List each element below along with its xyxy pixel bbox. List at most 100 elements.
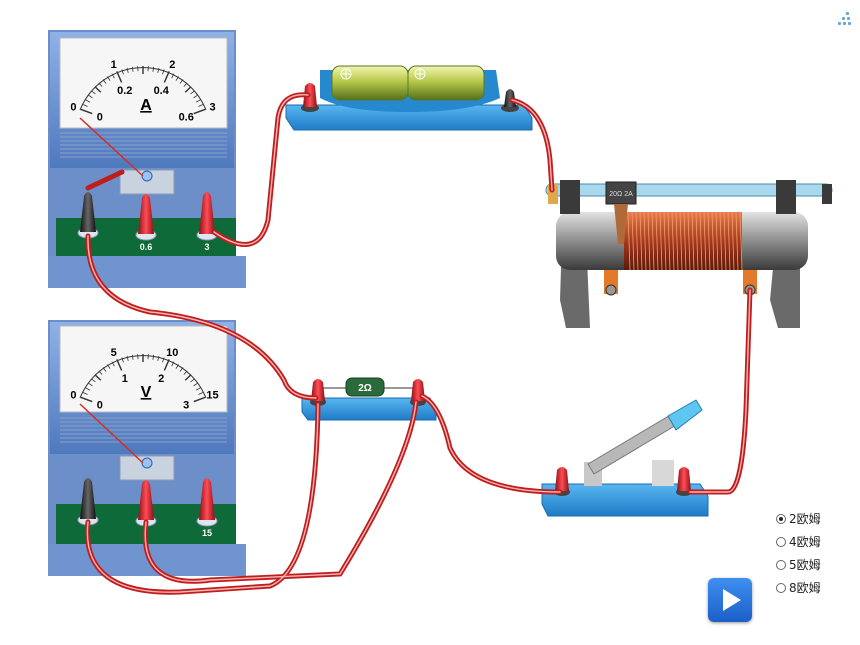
- coil-winding: [715, 211, 719, 271]
- voltmeter-scale-tick: [198, 392, 204, 395]
- ammeter-scale-tick: [152, 66, 155, 72]
- voltmeter-scale-outer-label: 10: [166, 347, 178, 359]
- voltmeter-scale-outer-label: 0: [70, 390, 76, 402]
- ammeter-terminal-0-6-label: 0.6: [140, 242, 153, 252]
- coil-winding: [635, 211, 639, 271]
- rheostat-coil: [624, 212, 742, 270]
- rheostat: 20Ω 2A: [545, 180, 833, 328]
- coil-winding: [711, 211, 715, 271]
- coil-winding: [703, 211, 707, 271]
- voltmeter-zero-adjust-screw[interactable]: [141, 457, 153, 469]
- voltmeter-scale-tick: [116, 359, 123, 371]
- ammeter-scale-tick: [131, 66, 134, 72]
- ammeter-scale-inner-label: 0.2: [117, 85, 132, 97]
- voltmeter-scale-tick: [88, 382, 93, 387]
- resistance-option-label: 8欧姆: [789, 581, 821, 595]
- dots-grid-icon[interactable]: [838, 12, 852, 26]
- ammeter-scale-tick: [195, 99, 201, 103]
- voltmeter-scale-tick: [190, 378, 195, 383]
- switch-handle[interactable]: [667, 399, 703, 431]
- voltmeter-scale-tick: [82, 392, 88, 395]
- voltmeter-scale-outer-label: 5: [111, 347, 117, 359]
- voltmeter-scale-tick: [91, 378, 96, 383]
- coil-winding: [695, 211, 699, 271]
- radio-icon[interactable]: [776, 513, 786, 524]
- rheostat-terminal-bottom-left[interactable]: [604, 270, 618, 296]
- voltmeter-scale-tick: [126, 355, 129, 361]
- voltmeter-scale-tick: [195, 387, 201, 391]
- voltmeter-scale-tick: [162, 357, 165, 363]
- ammeter-scale-tick: [163, 71, 170, 83]
- battery-cell-1: [331, 65, 409, 101]
- coil-winding: [671, 211, 675, 271]
- ammeter-needle: [79, 117, 144, 177]
- coil-winding: [659, 211, 663, 271]
- rheostat-slider[interactable]: 20Ω 2A: [605, 181, 637, 244]
- voltmeter-scale-tick: [184, 374, 192, 381]
- coil-winding: [663, 211, 667, 271]
- coil-winding: [735, 211, 739, 271]
- wire-ammeter-internal: [85, 169, 125, 191]
- voltmeter-scale-tick: [193, 396, 206, 403]
- resistance-option-label: 5欧姆: [789, 558, 821, 572]
- coil-winding: [643, 211, 647, 271]
- voltmeter-unit-label: V: [141, 384, 152, 401]
- voltmeter-dial-face: [59, 325, 228, 413]
- ammeter-scale-tick: [116, 71, 123, 83]
- coil-winding: [727, 211, 731, 271]
- ammeter-terminal-0-6[interactable]: 0.6: [135, 194, 157, 252]
- coil-winding: [739, 211, 743, 271]
- switch-terminal-right[interactable]: [676, 467, 692, 496]
- battery-cell-2: [407, 65, 485, 101]
- rheostat-rod-support-left: [560, 180, 580, 214]
- voltmeter-scale-tick: [152, 354, 155, 360]
- ammeter-zero-adjust-screw[interactable]: [141, 170, 153, 182]
- voltmeter-scale-outer-label: 15: [206, 390, 218, 402]
- battery-cell-2-plus-icon: [414, 68, 426, 80]
- battery-holder: [285, 65, 533, 131]
- ammeter-terminal-3-label: 3: [204, 242, 209, 252]
- voltmeter-scale-tick: [193, 382, 198, 387]
- ammeter-scale-tick: [162, 69, 165, 75]
- rheostat-coil-windings: [627, 211, 743, 271]
- ammeter-scale-arc: [79, 67, 207, 111]
- ammeter-scale-tick: [193, 108, 206, 115]
- ammeter-scale-inner-label: 0.6: [179, 111, 194, 123]
- knife-switch[interactable]: [541, 399, 709, 517]
- switch-clip: [652, 460, 674, 486]
- radio-icon[interactable]: [776, 582, 786, 593]
- coil-winding: [687, 211, 691, 271]
- resistor-body: [345, 377, 385, 397]
- resistance-option-4[interactable]: 4欧姆: [776, 533, 821, 550]
- battery-terminal-left[interactable]: [301, 83, 319, 112]
- play-button[interactable]: [708, 578, 752, 622]
- wires: [84, 92, 753, 595]
- ammeter-scale-outer-label: 0: [70, 102, 76, 114]
- voltmeter-terminal-15-label: 15: [202, 528, 212, 538]
- ammeter-scale-outer-label: 2: [169, 59, 175, 71]
- voltmeter-scale-tick: [121, 357, 124, 363]
- ammeter-scale-tick: [190, 90, 195, 95]
- coil-winding: [691, 211, 695, 271]
- voltmeter-scale-inner-label: 0: [97, 399, 103, 411]
- voltmeter-terminal-15[interactable]: 15: [196, 478, 218, 538]
- ammeter-scale-outer-label: 1: [111, 59, 117, 71]
- ammeter-scale-tick: [80, 108, 93, 115]
- ammeter-scale-tick: [193, 94, 198, 99]
- radio-icon[interactable]: [776, 536, 786, 547]
- ammeter-scale-tick: [198, 104, 204, 107]
- coil-winding: [627, 211, 631, 271]
- ammeter-vent-lines: [60, 132, 227, 158]
- resistance-option-8[interactable]: 8欧姆: [776, 579, 821, 596]
- resistance-option-5[interactable]: 5欧姆: [776, 556, 821, 573]
- coil-winding: [631, 211, 635, 271]
- wire-switch-to-resistor: [419, 393, 563, 495]
- coil-winding: [723, 211, 727, 271]
- resistance-option-2[interactable]: 2欧姆: [776, 510, 821, 527]
- radio-icon[interactable]: [776, 559, 786, 570]
- rheostat-rod-end-right: [822, 184, 832, 204]
- coil-winding: [647, 211, 651, 271]
- rheostat-rod-support-right: [776, 180, 796, 214]
